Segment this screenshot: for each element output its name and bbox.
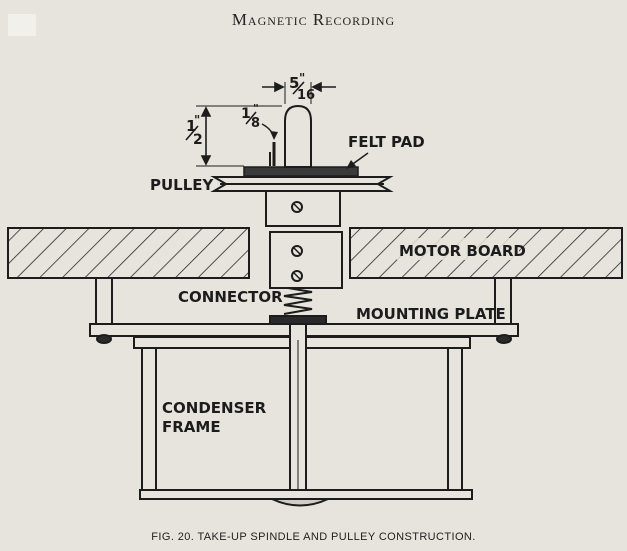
spindle-upright [269, 104, 312, 168]
condenser-frame-label-line2: FRAME [162, 418, 221, 436]
connector-label: CONNECTOR [178, 288, 283, 306]
width-dimension-unit: " [299, 71, 305, 85]
gap-dimension-numerator: 1 [241, 106, 251, 122]
width-dimension-numerator: 5 [289, 74, 299, 92]
upper-hub [265, 189, 341, 227]
felt-pad-label: FELT PAD [348, 133, 425, 151]
mounting-plate-label: MOUNTING PLATE [356, 305, 506, 323]
gap-fraction-bar [245, 111, 257, 125]
width-fraction-bar [292, 81, 305, 95]
height-fraction-bar [185, 125, 199, 141]
pulley [210, 176, 394, 192]
gap-arrow [270, 131, 278, 140]
height-dimension [196, 105, 282, 167]
height-dimension-numerator: 1 [186, 117, 196, 135]
connector-block [269, 231, 343, 289]
felt-pad [243, 166, 359, 177]
height-dimension-unit: " [194, 113, 200, 127]
motor-board-label: MOTOR BOARD [399, 242, 526, 260]
height-dimension-denominator: 2 [193, 132, 203, 148]
spring [269, 287, 327, 325]
width-dimension-denominator: 16 [297, 88, 315, 103]
motor-board [7, 227, 623, 279]
width-dimension [262, 81, 336, 104]
felt-pad-arrow [346, 160, 356, 169]
pulley-label: PULLEY [150, 176, 215, 194]
page-corner-mark [8, 14, 36, 36]
condenser-frame-label-line1: CONDENSER [162, 399, 267, 417]
gap-dimension-unit: " [253, 102, 259, 115]
spindle-shaft [289, 317, 307, 491]
gap-dimension-denominator: 8 [251, 116, 260, 131]
figure-caption: FIG. 20. TAKE-UP SPINDLE AND PULLEY CONS… [151, 531, 476, 543]
page-title: Magnetic Recording [231, 10, 396, 29]
